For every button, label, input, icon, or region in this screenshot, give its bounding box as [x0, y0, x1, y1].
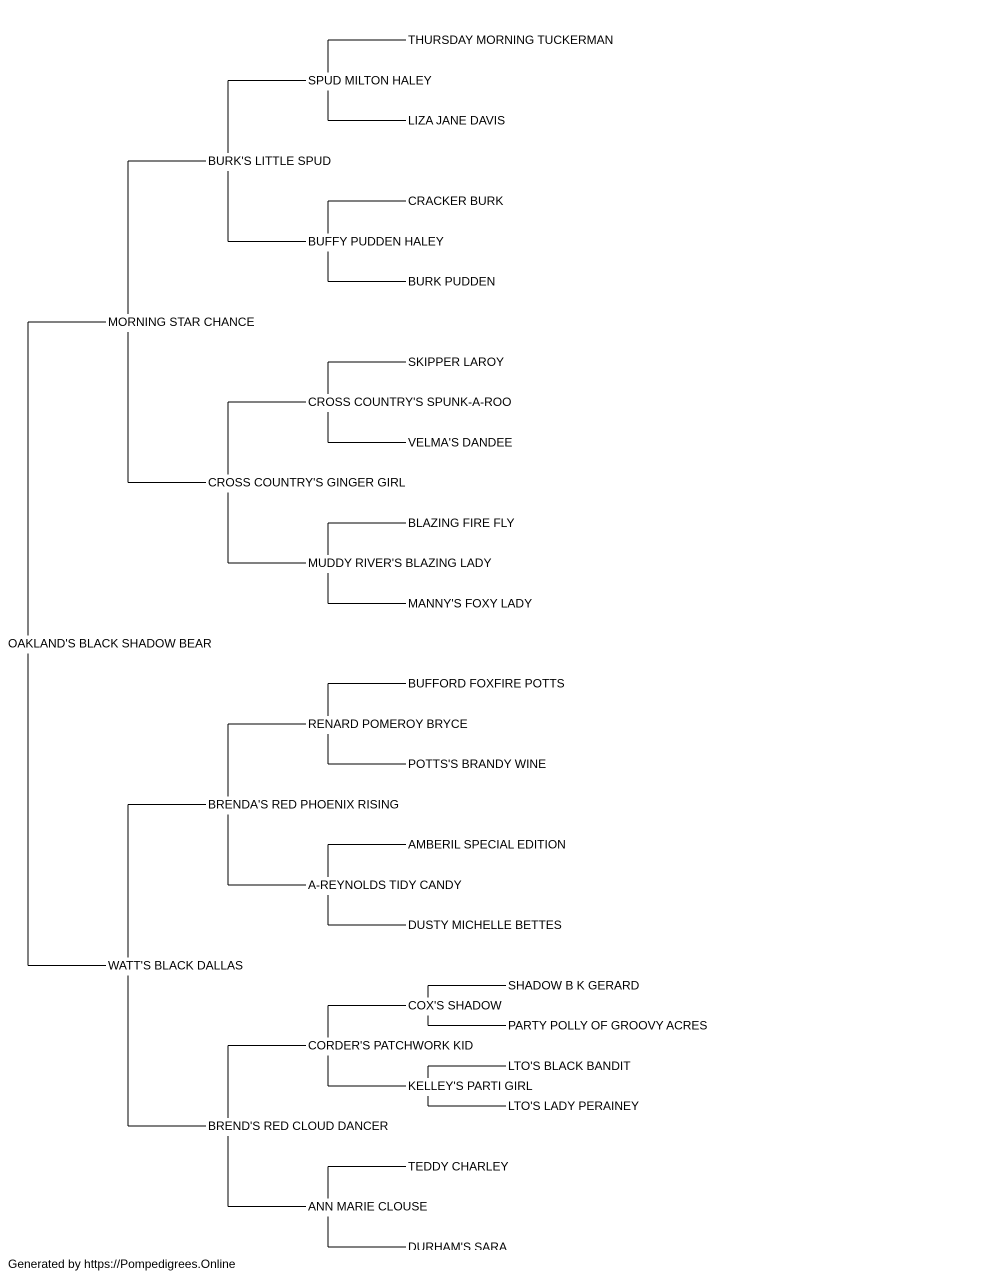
footer-credit: Generated by https://Pompedigrees.Online	[8, 1257, 236, 1271]
pedigree-node-label: CROSS COUNTRY'S GINGER GIRL	[208, 476, 406, 490]
pedigree-node-label: DUSTY MICHELLE BETTES	[408, 918, 562, 932]
pedigree-node-label: BURK PUDDEN	[408, 275, 495, 289]
pedigree-node-label: BUFFY PUDDEN HALEY	[308, 234, 444, 248]
pedigree-node-label: DURHAM'S SARA	[408, 1240, 507, 1250]
pedigree-node-label: LIZA JANE DAVIS	[408, 114, 505, 128]
pedigree-node-label: MANNY'S FOXY LADY	[408, 596, 532, 610]
pedigree-node-label: KELLEY'S PARTI GIRL	[408, 1079, 533, 1093]
pedigree-node-label: BRENDA'S RED PHOENIX RISING	[208, 797, 399, 811]
pedigree-node-label: LTO'S BLACK BANDIT	[508, 1059, 631, 1073]
pedigree-node-label: MUDDY RIVER'S BLAZING LADY	[308, 556, 491, 570]
pedigree-tree: OAKLAND'S BLACK SHADOW BEAR MORNING STAR …	[8, 33, 707, 1250]
pedigree-node-label: BREND'S RED CLOUD DANCER	[208, 1119, 389, 1133]
pedigree-node-label: CORDER'S PATCHWORK KID	[308, 1039, 474, 1053]
pedigree-node-label: ANN MARIE CLOUSE	[308, 1200, 427, 1214]
pedigree-node-label: OAKLAND'S BLACK SHADOW BEAR	[8, 637, 212, 651]
pedigree-node-label: BUFFORD FOXFIRE POTTS	[408, 677, 565, 691]
pedigree-node-label: POTTS'S BRANDY WINE	[408, 757, 546, 771]
pedigree-node-label: CRACKER BURK	[408, 194, 503, 208]
pedigree-node-label: THURSDAY MORNING TUCKERMAN	[408, 33, 613, 47]
pedigree-node-label: SPUD MILTON HALEY	[308, 73, 432, 87]
pedigree-node-label: BLAZING FIRE FLY	[408, 516, 514, 530]
pedigree-node-label: LTO'S LADY PERAINEY	[508, 1099, 639, 1113]
pedigree-node-label: COX'S SHADOW	[408, 998, 502, 1012]
pedigree-node-label: SKIPPER LAROY	[408, 355, 504, 369]
pedigree-node-label: CROSS COUNTRY'S SPUNK-A-ROO	[308, 395, 511, 409]
pedigree-node-label: BURK'S LITTLE SPUD	[208, 154, 331, 168]
pedigree-node-label: A-REYNOLDS TIDY CANDY	[308, 878, 462, 892]
pedigree-node-label: WATT'S BLACK DALLAS	[108, 958, 243, 972]
pedigree-node-label: MORNING STAR CHANCE	[108, 315, 254, 329]
pedigree-node-label: PARTY POLLY OF GROOVY ACRES	[508, 1019, 707, 1033]
pedigree-node-label: TEDDY CHARLEY	[408, 1159, 508, 1173]
pedigree-node-label: SHADOW B K GERARD	[508, 978, 640, 992]
pedigree-node-label: VELMA'S DANDEE	[408, 435, 512, 449]
pedigree-node-label: AMBERIL SPECIAL EDITION	[408, 838, 566, 852]
pedigree-node-label: RENARD POMEROY BRYCE	[308, 717, 468, 731]
